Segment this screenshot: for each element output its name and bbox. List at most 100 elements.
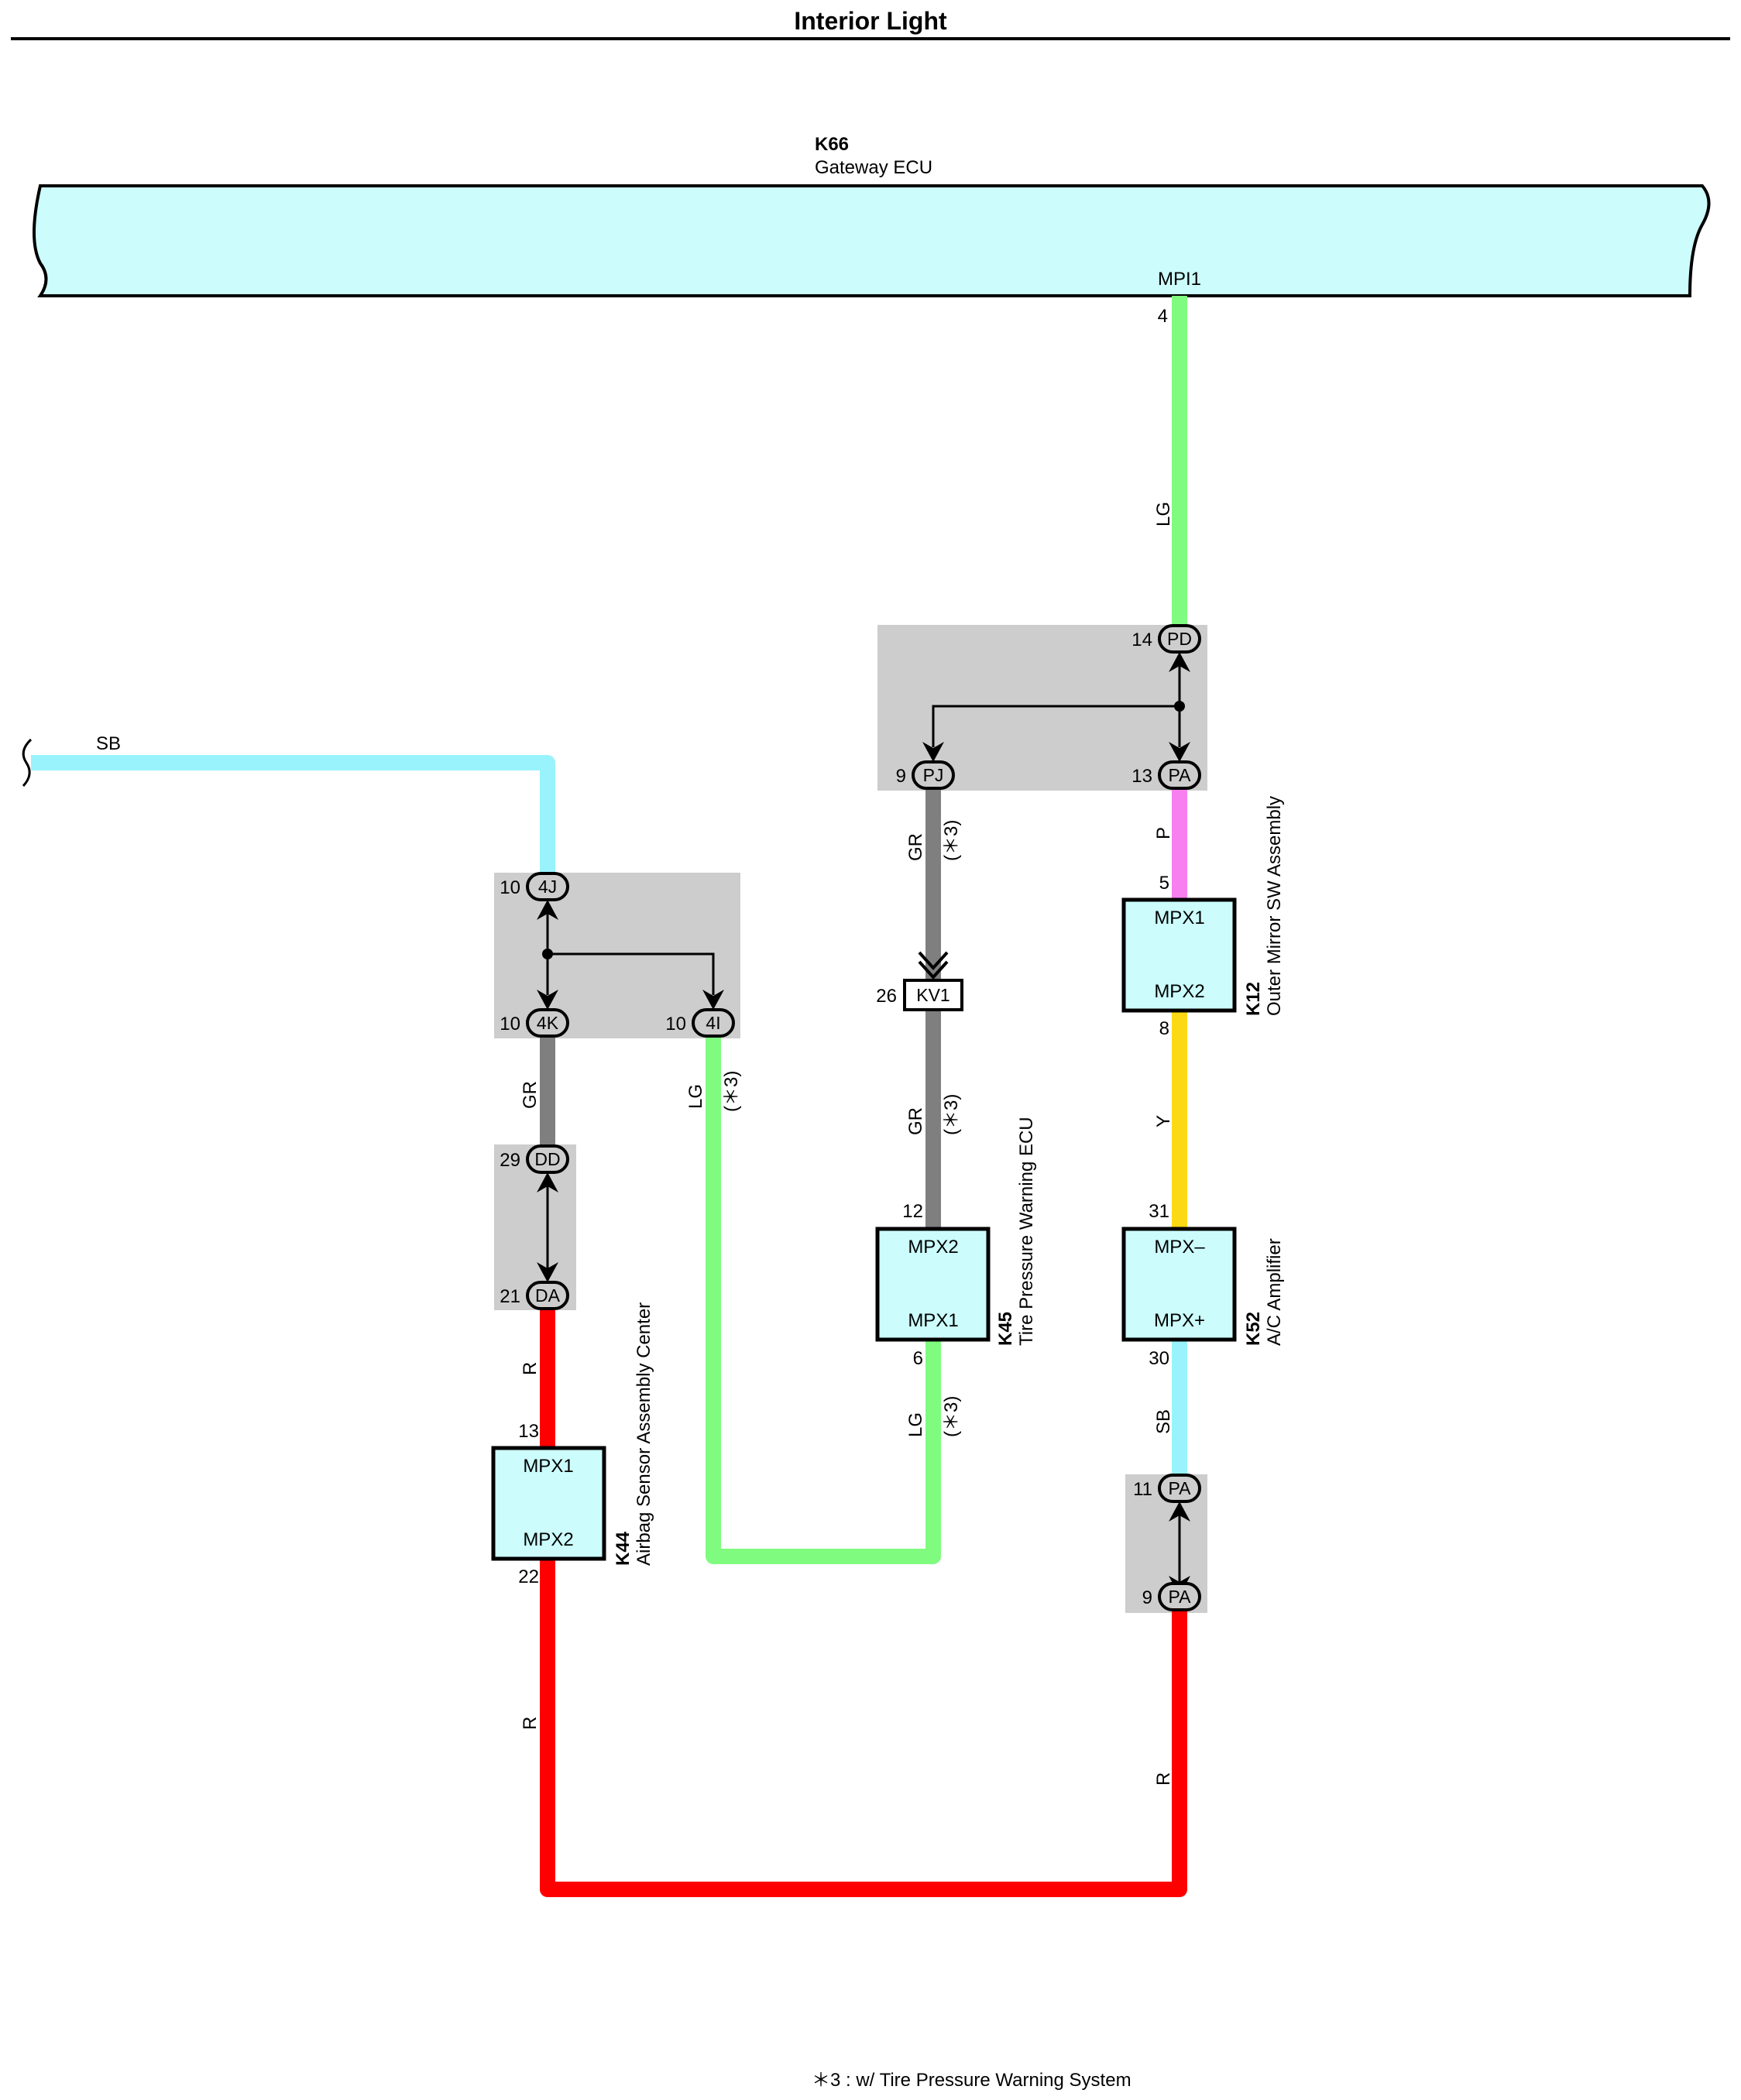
wire-label-lg-4i: LG [685,1084,706,1109]
arrow-up-4j [537,900,558,920]
component-k45 [875,1227,991,1342]
k44-name: Airbag Sensor Assembly Center [634,1302,654,1566]
wire-r-loop [540,1556,1187,1897]
kv1-chevron-1 [918,951,949,970]
connector-4i-code: 4I [706,1013,720,1033]
wire-label-p: P [1153,827,1174,839]
arrow-up-pd [1169,652,1190,672]
connector-4j [526,872,569,901]
connector-kv1-code: KV1 [916,985,949,1005]
gateway-terminal: MPI1 [1158,269,1201,290]
k44-terminal-2: MPX2 [523,1529,573,1550]
junction-dot-pd [1174,701,1185,712]
footnote: ＊3 : w/ Tire Pressure Warning System [812,2070,1131,2091]
arrow-down-4i [702,990,724,1010]
k52-terminal-2: MPX+ [1154,1310,1205,1331]
connector-pa11-pin: 11 [1133,1479,1152,1500]
kv1-chevron-2 [918,960,949,980]
wire-note-gr-pj: (＊3) [941,820,962,861]
gateway-id: K66 [815,134,849,155]
k52-pin-bottom: 30 [1149,1348,1169,1369]
k45-id: K45 [995,1312,1016,1346]
connector-4i-pin: 10 [665,1014,686,1035]
gateway-name: Gateway ECU [815,157,932,178]
k12-id: K12 [1243,982,1264,1016]
k44-pin-bottom: 22 [518,1566,539,1587]
wire-label-gr-4k: GR [520,1081,541,1109]
wire-note-lg-k45: (＊3) [941,1396,962,1437]
connector-da-code: DA [535,1285,561,1306]
wire-label-r-right: R [1153,1772,1174,1786]
wire-label-r-da: R [520,1362,541,1375]
connector-da-pin: 21 [500,1286,520,1307]
wire-lg-4i [706,1036,941,1564]
gateway-ecu-body [33,184,1711,297]
k45-pin-top: 12 [902,1201,923,1222]
connector-pd-code: PD [1167,629,1192,649]
connector-kv1-pin: 26 [876,986,897,1007]
arrow-up-pa11 [1169,1501,1190,1522]
k45-label: K45 Tire Pressure Warning ECU [995,1117,1037,1346]
connector-pj-pin: 9 [896,766,906,787]
connector-4k [526,1008,569,1038]
arrow-down-pa13 [1169,742,1190,762]
junction-line-4i [548,952,715,995]
page-title: Interior Light [794,7,947,35]
wire-label-lg-k45: LG [905,1412,926,1437]
k45-terminal-2: MPX1 [908,1310,958,1331]
arrow-down-4k [537,990,558,1010]
k12-terminal-1: MPX1 [1154,908,1204,928]
wire-label-lg-main: LG [1153,502,1174,527]
k45-terminal-1: MPX2 [908,1237,958,1258]
k52-label: K52 A/C Amplifier [1243,1238,1285,1346]
connector-pa9-code: PA [1169,1587,1192,1607]
connector-pa11-code: PA [1169,1478,1192,1498]
connector-dd-pin: 29 [500,1150,520,1171]
wire-label-sb-left: SB [96,733,121,754]
gateway-pin: 4 [1158,306,1168,327]
connector-pa9 [1158,1582,1201,1611]
arrow-down-da [537,1262,558,1282]
k44-label: K44 Airbag Sensor Assembly Center [613,1302,654,1566]
connector-pa13-code: PA [1169,765,1192,785]
connector-4i [692,1008,735,1038]
k12-name: Outer Mirror SW Assembly [1264,796,1285,1016]
junction-line-pj [932,705,1180,747]
k45-name: Tire Pressure Warning ECU [1016,1117,1037,1346]
k52-pin-top: 31 [1149,1201,1169,1222]
wire-label-gr-pj: GR [905,833,926,861]
wire-sb-left [31,755,555,873]
junction-dot-4j [542,949,553,959]
connector-dd [526,1144,569,1174]
wire-note-lg-4i: (＊3) [721,1071,742,1112]
connector-pa13 [1158,760,1201,790]
component-k52 [1121,1227,1237,1342]
connector-pa11 [1158,1474,1201,1503]
connector-pd-pin: 14 [1131,630,1152,650]
k12-pin-bottom: 8 [1159,1018,1169,1039]
arrow-up-dd [537,1172,558,1192]
arrow-down-pj [922,742,944,762]
connector-4j-pin: 10 [500,877,520,898]
connector-dd-code: DD [534,1149,560,1169]
wire-label-sb-ac: SB [1153,1409,1174,1434]
k44-terminal-1: MPX1 [523,1456,573,1477]
sb-wire-break [22,738,33,788]
wire-label-y: Y [1153,1115,1174,1127]
connector-pd [1158,624,1201,654]
component-k44 [491,1446,606,1561]
connector-pa13-pin: 13 [1131,766,1152,787]
k44-pin-top: 13 [518,1421,539,1442]
component-k12 [1121,897,1237,1013]
k52-terminal-1: MPX– [1154,1237,1205,1258]
connector-4k-code: 4K [537,1013,559,1033]
connector-pa9-pin: 9 [1142,1587,1152,1608]
wire-note-gr-kv1: (＊3) [941,1094,962,1135]
k52-name: A/C Amplifier [1264,1238,1285,1346]
k12-terminal-2: MPX2 [1154,981,1204,1002]
connector-4k-pin: 10 [500,1014,520,1035]
k44-id: K44 [613,1531,634,1566]
connector-4j-code: 4J [538,877,557,897]
connector-da [526,1281,569,1310]
